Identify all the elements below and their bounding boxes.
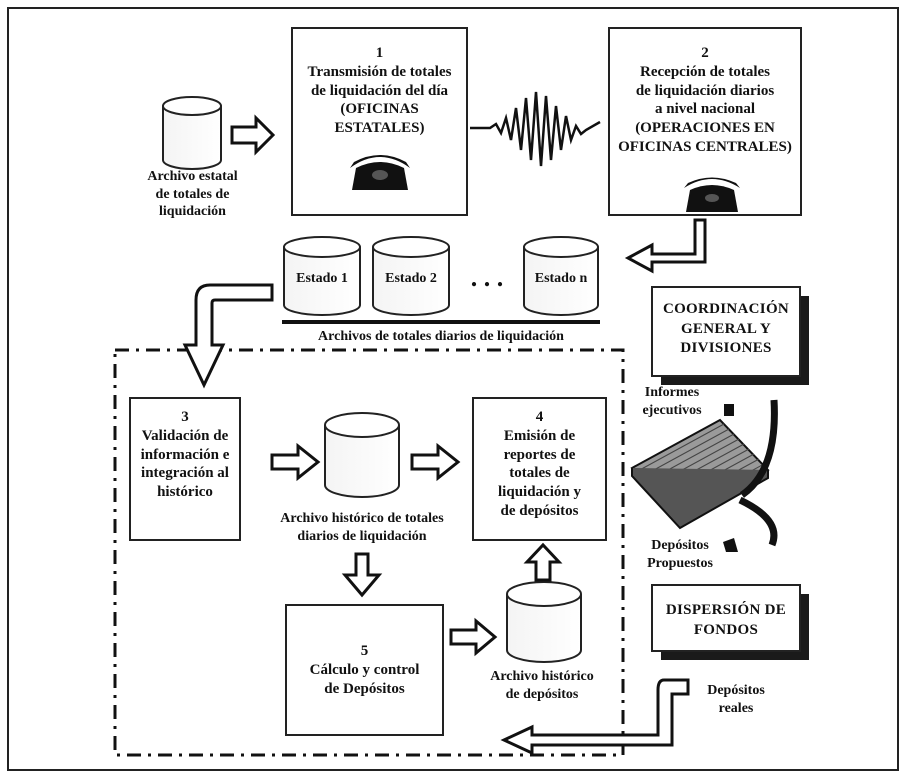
process-1-number: 1 <box>375 45 384 61</box>
coordination-box <box>651 286 801 377</box>
state-archive-line: Archivo estatal <box>147 169 238 184</box>
historic-deposits-line: de depósitos <box>505 686 579 702</box>
process-4-line: totales de <box>509 465 570 482</box>
process-3-line: histórico <box>157 484 213 500</box>
process-3-text: 3 Validación de información e integració… <box>130 408 240 502</box>
state-archive-label: Archivo estatal de totales de liquidació… <box>120 168 265 221</box>
state-files-caption: Archivos de totales diarios de liquidaci… <box>318 329 564 344</box>
process-2-line: de liquidación diarios <box>635 82 775 99</box>
states-ellipsis: . . . <box>470 263 504 292</box>
process-3-line: información e <box>140 446 230 463</box>
arrow-historic-to-p5 <box>341 552 383 598</box>
outer-frame <box>7 7 899 771</box>
estado-1-cylinder <box>283 236 361 316</box>
process-boundary <box>113 348 625 757</box>
estado-2-label: Estado 2 <box>385 271 437 286</box>
historic-totals-line: diarios de liquidación <box>297 528 427 544</box>
state-archive-line: de totales de <box>155 186 230 202</box>
telephone-icon-2 <box>684 177 740 212</box>
telephone-icon-1 <box>350 155 410 190</box>
process-5-line: de Depósitos <box>324 680 405 697</box>
process-4-line: Emisión de <box>503 427 576 444</box>
arrow-deposits-to-p4 <box>523 542 563 582</box>
process-2-line: a nivel nacional <box>654 101 755 118</box>
process-2-line: Recepción de totales <box>640 63 770 80</box>
real-deposits-label: Depósitos reales <box>696 682 776 717</box>
arrow-estados-to-p3 <box>182 283 274 389</box>
coordination-text: COORDINACIÓN GENERAL Y DIVISIONES <box>652 300 800 359</box>
process-2-box <box>608 27 802 216</box>
process-5-text: 5 Cálculo y control de Depósitos <box>286 642 443 698</box>
dispersion-line: FONDOS <box>693 622 759 639</box>
arrow-historic-to-p4 <box>410 442 461 482</box>
real-line: reales <box>718 700 754 716</box>
arrow-p5-to-deposits <box>449 617 498 657</box>
process-4-line: de depósitos <box>500 502 579 519</box>
proposed-line: Depósitos <box>651 538 709 553</box>
historic-deposits-cylinder <box>506 581 582 663</box>
reports-line: Informes <box>644 385 700 400</box>
historic-totals-line: Archivo histórico de totales <box>280 511 444 526</box>
process-4-line: liquidación y <box>498 484 581 500</box>
reports-line: ejecutivos <box>642 402 702 418</box>
historic-deposits-line: Archivo histórico <box>490 669 594 684</box>
estado-n-label: Estado n <box>534 271 588 286</box>
process-5-box <box>285 604 444 736</box>
reports-label: Informes ejecutivos <box>632 384 712 419</box>
documents-bundle-icon <box>630 418 770 530</box>
arrow-archive-to-p1 <box>230 114 276 156</box>
process-3-box <box>129 397 241 541</box>
process-3-number: 3 <box>181 409 189 425</box>
estado-1-label: Estado 1 <box>296 271 348 286</box>
dispersion-box <box>651 584 801 652</box>
process-1-line: ESTATALES) <box>334 120 425 136</box>
deposit-marker-icon <box>723 538 738 552</box>
process-2-text: 2 Recepción de totales de liquidación di… <box>609 44 801 157</box>
connector-to-dispersion <box>738 496 778 547</box>
process-3-line: integración al <box>141 465 229 482</box>
historic-totals-label: Archivo histórico de totales diarios de … <box>262 510 462 545</box>
connector-to-coordination <box>739 399 778 498</box>
state-archive-cylinder <box>162 96 222 170</box>
arrow-p3-to-historic <box>270 442 321 482</box>
report-marker-icon <box>724 404 734 416</box>
dispersion-text: DISPERSIÓN DE FONDOS <box>652 600 800 641</box>
process-5-line: Cálculo y control <box>309 661 420 678</box>
arrow-p2-to-estados <box>624 218 707 274</box>
coordination-line: DIVISIONES <box>680 340 772 356</box>
process-4-box <box>472 397 607 541</box>
process-4-text: 4 Emisión de reportes de totales de liqu… <box>473 408 606 521</box>
estado-n-cylinder <box>523 236 599 316</box>
process-1-line: (OFICINAS <box>340 101 419 118</box>
signal-wave <box>470 91 601 167</box>
process-1-line: Transmisión de totales <box>307 63 452 80</box>
estado-2-cylinder <box>372 236 450 316</box>
process-5-number: 5 <box>360 643 369 659</box>
coordination-line: COORDINACIÓN <box>662 301 790 317</box>
process-3-line: Validación de <box>141 427 229 444</box>
arrow-dispersion-return <box>500 678 690 756</box>
dispersion-line: DISPERSIÓN DE <box>665 602 787 618</box>
real-line: Depósitos <box>707 683 765 698</box>
state-archive-line: liquidación <box>159 204 226 219</box>
proposed-deposits-label: Depósitos Propuestos <box>640 537 720 572</box>
process-1-text: 1 Transmisión de totales de liquidación … <box>292 44 467 138</box>
process-2-line: (OPERACIONES EN <box>635 120 775 136</box>
historic-totals-cylinder <box>324 412 400 498</box>
process-2-line: OFICINAS CENTRALES) <box>618 138 792 155</box>
process-1-line: de liquidación del día <box>310 82 449 99</box>
historic-deposits-label: Archivo histórico de depósitos <box>482 668 602 703</box>
process-4-line: reportes de <box>503 446 576 463</box>
proposed-line: Propuestos <box>647 555 713 571</box>
process-2-number: 2 <box>701 45 709 61</box>
process-4-number: 4 <box>535 409 544 425</box>
coordination-line: GENERAL Y <box>680 320 772 337</box>
